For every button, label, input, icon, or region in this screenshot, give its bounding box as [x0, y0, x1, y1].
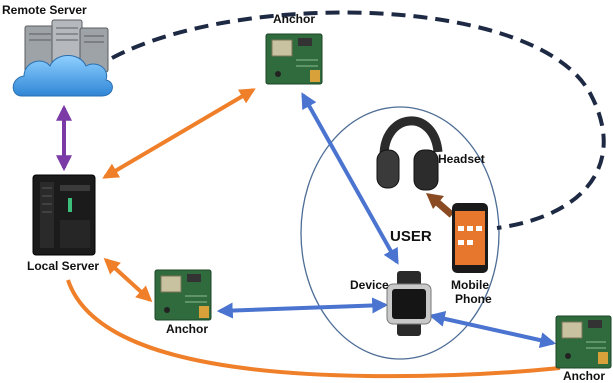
anchor-top-board-icon	[265, 33, 323, 85]
anchor-left-label: Anchor	[166, 322, 208, 336]
local-to-top-anchor-link	[102, 88, 256, 179]
cloud-server-icon	[12, 19, 113, 97]
mobile-label-line2: Phone	[455, 292, 492, 306]
local-to-right-anchor-curve	[66, 279, 561, 379]
phone-to-headset-arrow	[426, 193, 455, 218]
tower-server-icon	[32, 174, 96, 256]
remote-to-phone-dashed-link	[111, 10, 606, 230]
anchor-right-board-icon	[555, 315, 612, 369]
smartwatch-icon	[386, 271, 432, 336]
anchor-top-label: Anchor	[273, 12, 315, 26]
local-server-label: Local Server	[27, 259, 99, 273]
anchor-left-board-icon	[154, 269, 212, 321]
local-to-left-anchor-link	[103, 257, 153, 303]
user-label: USER	[390, 228, 432, 245]
smartphone-icon	[452, 203, 488, 273]
headset-label: Headset	[438, 152, 485, 166]
headphones-icon	[376, 116, 443, 191]
user-group-ellipse	[300, 106, 500, 360]
left-anchor-to-device-link	[216, 297, 389, 319]
remote-server-label: Remote Server	[2, 3, 87, 17]
top-anchor-to-device-link	[301, 92, 399, 265]
mobile-label-line1: Mobile	[451, 278, 489, 292]
device-to-right-anchor-link	[428, 310, 557, 349]
device-label: Device	[350, 278, 389, 292]
anchor-right-label: Anchor	[563, 369, 605, 383]
